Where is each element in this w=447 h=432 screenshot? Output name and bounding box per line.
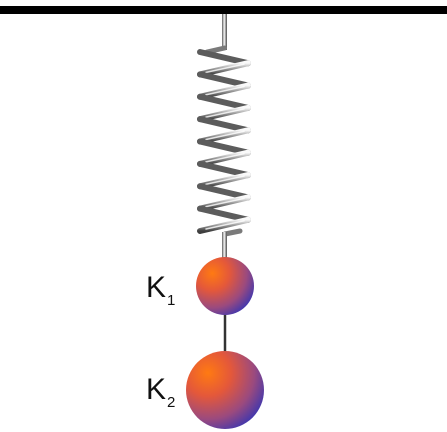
spring-coil-back	[197, 116, 251, 134]
label-k2: K2	[146, 373, 176, 411]
spring-coil-highlight	[205, 108, 245, 118]
label-k1-subscript: 1	[167, 292, 176, 309]
spring-coil-highlight	[205, 175, 245, 185]
spring-coil-highlight	[205, 197, 245, 208]
spring-coil-highlight	[205, 63, 245, 74]
spring-coil-back	[197, 183, 251, 201]
mass-k1-sphere	[196, 257, 254, 315]
label-k1: K1	[146, 271, 176, 309]
spring-coil-back	[197, 71, 251, 89]
ceiling-bar	[0, 6, 447, 14]
spring	[197, 49, 251, 234]
spring-coil-back	[197, 160, 251, 179]
spring-coil-back	[197, 138, 251, 156]
spring-coil-back	[197, 49, 251, 67]
mass-k2-sphere	[186, 351, 264, 429]
label-k2-letter: K	[146, 373, 167, 406]
spring-coil-highlight	[205, 130, 245, 141]
spring-top-hook	[204, 14, 227, 55]
spring-coil-highlight	[205, 85, 245, 96]
spring-bottom-hook	[222, 228, 243, 260]
spring-coil-back	[197, 93, 251, 111]
spring-coil-highlight	[205, 220, 245, 230]
label-k2-subscript: 2	[167, 394, 176, 411]
spring-coil-back	[197, 205, 251, 223]
label-k1-letter: K	[146, 271, 167, 304]
spring-coil-highlight	[205, 152, 245, 163]
